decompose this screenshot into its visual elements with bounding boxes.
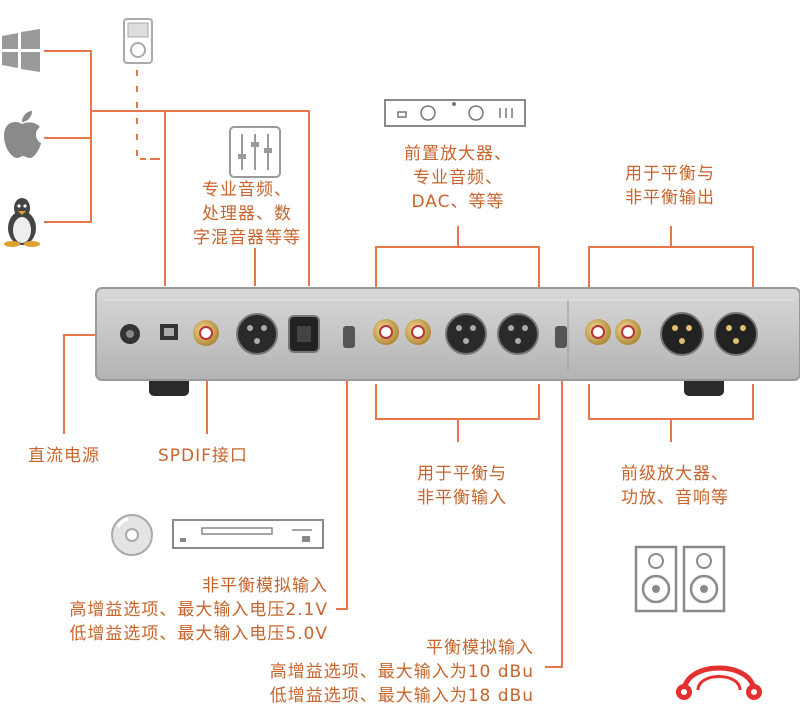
- label-balanced-in: 用于平衡与 非平衡输入: [417, 464, 507, 508]
- label-dc-power: 直流电源: [28, 446, 100, 466]
- label-power-amp: 前级放大器、 功放、音响等: [621, 464, 729, 508]
- cd-player-icon: [172, 518, 324, 550]
- ipod-icon: [123, 18, 153, 64]
- mixer-icon: [229, 126, 281, 178]
- label-unbalanced-analog: 非平衡模拟输入 高增益选项、最大输入电压2.1V 低增益选项、最大输入电压5.0…: [69, 576, 328, 644]
- headphone-logo-icon: [670, 652, 768, 702]
- dac-rear-panel: [94, 286, 800, 398]
- label-preamp: 前置放大器、 专业音频、 DAC、等等: [404, 144, 512, 212]
- label-pro-audio: 专业音频、 处理器、数 字混音器等等: [193, 180, 301, 248]
- preamp-device-icon: [384, 98, 526, 128]
- label-balanced-out: 用于平衡与 非平衡输出: [625, 164, 715, 208]
- windows-icon: [0, 28, 42, 74]
- speakers-icon: [634, 545, 726, 615]
- label-spdif: SPDIF接口: [158, 446, 248, 466]
- apple-icon: [0, 110, 44, 160]
- label-balanced-analog: 平衡模拟输入 高增益选项、最大输入为10 dBu 低增益选项、最大输入为18 d…: [269, 638, 534, 706]
- linux-icon: [0, 196, 44, 248]
- cd-disc-icon: [110, 513, 154, 557]
